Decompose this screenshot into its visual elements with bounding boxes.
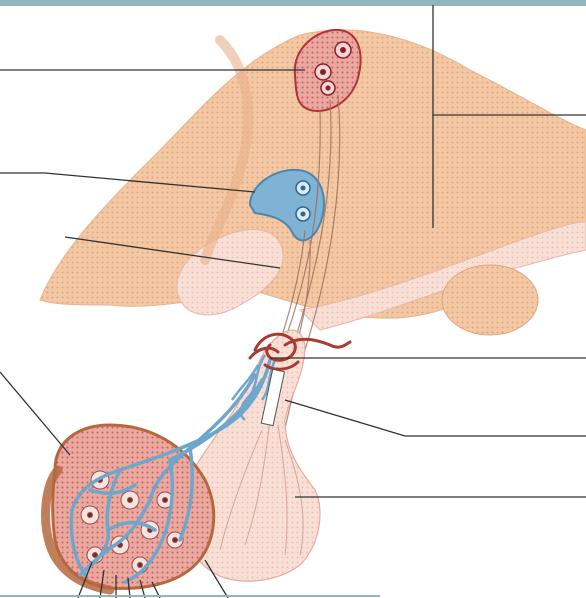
frame-top-bar	[0, 0, 586, 6]
mammillary-body	[442, 265, 538, 335]
leader-anterior-pituitary	[0, 372, 70, 455]
leader-infundibulum	[285, 400, 586, 436]
